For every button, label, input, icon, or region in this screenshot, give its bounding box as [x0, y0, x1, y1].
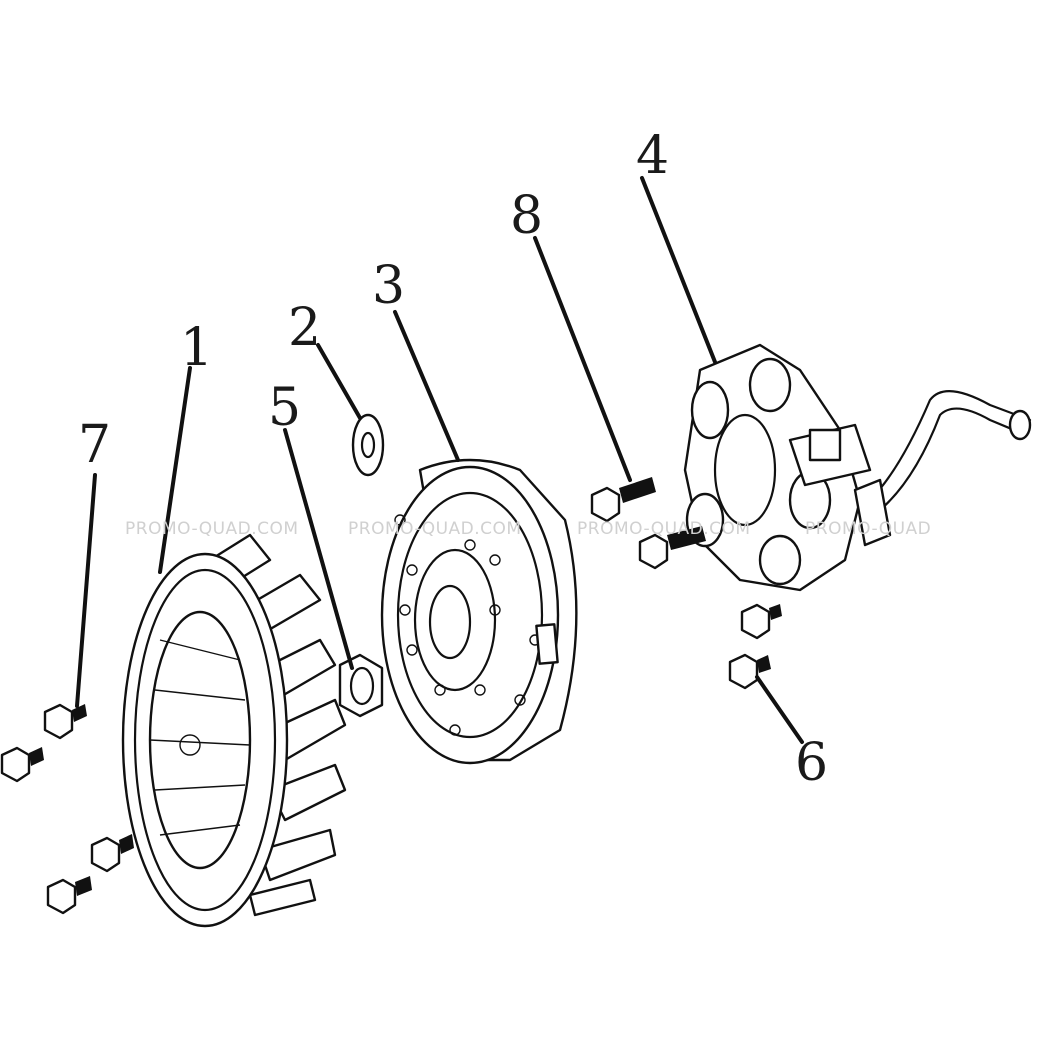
watermark-text-4: PROMO-QUAD — [805, 519, 931, 539]
watermark-text-3: PROMO-QUAD.COM — [577, 519, 751, 539]
leader-line-6 — [755, 675, 804, 744]
flywheel-nut-part[interactable] — [338, 653, 384, 718]
callout-7: 7 — [78, 415, 111, 475]
leader-line-3 — [393, 310, 460, 462]
watermark-text-2: PROMO-QUAD.COM — [348, 519, 522, 539]
bolt-part-8-a[interactable] — [590, 477, 656, 523]
callout-8: 8 — [510, 186, 543, 246]
bolt-part-7-a[interactable] — [43, 703, 87, 740]
callout-4: 4 — [636, 126, 669, 186]
leader-line-2 — [316, 343, 362, 420]
leader-line-4 — [640, 176, 717, 364]
callout-3: 3 — [372, 256, 405, 316]
bolt-part-8-b[interactable] — [638, 526, 706, 570]
callout-5: 5 — [268, 378, 301, 438]
washer-part[interactable] — [351, 413, 385, 477]
bolt-part-7-d[interactable] — [46, 876, 92, 915]
bolt-part-6-a[interactable] — [740, 603, 782, 640]
leader-line-7 — [75, 473, 97, 708]
callout-2: 2 — [288, 298, 321, 358]
bolt-part-7-b[interactable] — [0, 746, 44, 783]
flywheel-rotor-part[interactable] — [380, 458, 578, 765]
leader-line-5 — [283, 428, 354, 670]
callout-6: 6 — [795, 733, 828, 793]
bolt-part-7-c[interactable] — [90, 834, 134, 873]
stator-part[interactable] — [683, 343, 1032, 592]
cooling-fan-part[interactable] — [121, 533, 347, 928]
bolt-part-6-b[interactable] — [728, 653, 771, 690]
watermark-text-1: PROMO-QUAD.COM — [125, 519, 299, 539]
leader-line-8 — [533, 236, 632, 482]
callout-1: 1 — [180, 318, 213, 378]
leader-line-1 — [158, 366, 192, 574]
